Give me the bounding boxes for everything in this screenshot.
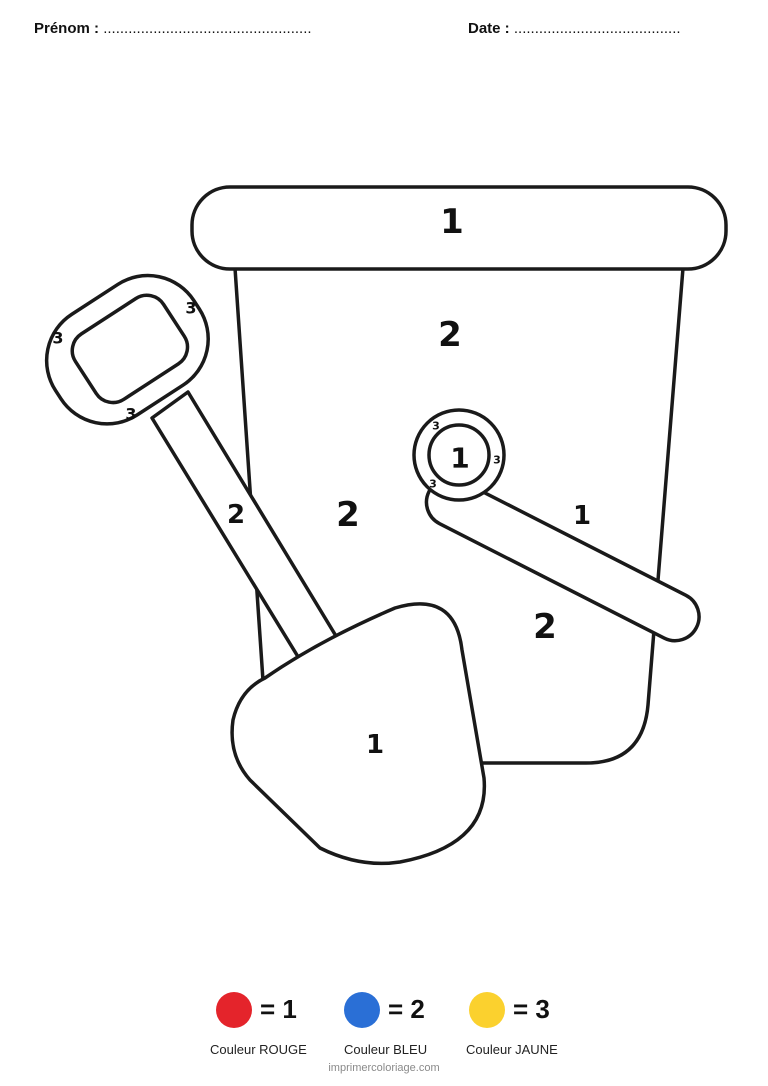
label-grip-bottom: 3 bbox=[125, 405, 136, 424]
legend-caption: Couleur BLEU bbox=[344, 1042, 428, 1057]
legend-swatch-yellow bbox=[469, 992, 505, 1028]
label-ring-top: 3 bbox=[432, 420, 440, 433]
bucket-handle bbox=[412, 408, 701, 643]
date-dotted-line: ........................................ bbox=[513, 20, 681, 37]
label-bucket-top: 2 bbox=[438, 315, 462, 355]
label-rim: 1 bbox=[440, 202, 464, 242]
label-shovel-shaft: 2 bbox=[227, 500, 245, 530]
legend-item-red: = 1 Couleur ROUGE bbox=[210, 992, 346, 1062]
legend-swatch-red bbox=[216, 992, 252, 1028]
shovel-grip bbox=[44, 273, 210, 426]
label-grip-left: 3 bbox=[52, 329, 63, 348]
date-label: Date : bbox=[468, 20, 510, 37]
label-shovel-blade: 1 bbox=[366, 730, 384, 760]
label-ring-bottom: 3 bbox=[429, 478, 437, 491]
legend-item-blue: = 2 Couleur BLEU bbox=[344, 992, 474, 1062]
legend-swatch-blue bbox=[344, 992, 380, 1028]
site-credit: imprimercoloriage.com bbox=[328, 1062, 440, 1074]
label-ring-right: 3 bbox=[493, 454, 501, 467]
bucket-rim bbox=[190, 185, 728, 271]
legend-equation: = 1 bbox=[260, 994, 297, 1024]
legend-equation: = 3 bbox=[513, 994, 550, 1024]
shovel-blade bbox=[230, 602, 487, 866]
legend-equation: = 2 bbox=[388, 994, 425, 1024]
legend-caption: Couleur JAUNE bbox=[466, 1042, 558, 1057]
label-bucket-mid: 2 bbox=[336, 495, 360, 535]
name-dotted-line: ........................................… bbox=[103, 20, 312, 37]
label-handle-knob: 1 bbox=[450, 442, 469, 475]
legend-caption: Couleur ROUGE bbox=[210, 1042, 307, 1057]
date-field: Date : .................................… bbox=[468, 20, 681, 37]
legend-item-yellow: = 3 Couleur JAUNE bbox=[466, 992, 599, 1062]
label-handle-bar: 1 bbox=[573, 501, 591, 531]
label-grip-right: 3 bbox=[185, 299, 196, 318]
name-field: Prénom : ...............................… bbox=[34, 20, 312, 37]
name-label: Prénom : bbox=[34, 20, 100, 37]
label-bucket-lower: 2 bbox=[533, 607, 557, 647]
